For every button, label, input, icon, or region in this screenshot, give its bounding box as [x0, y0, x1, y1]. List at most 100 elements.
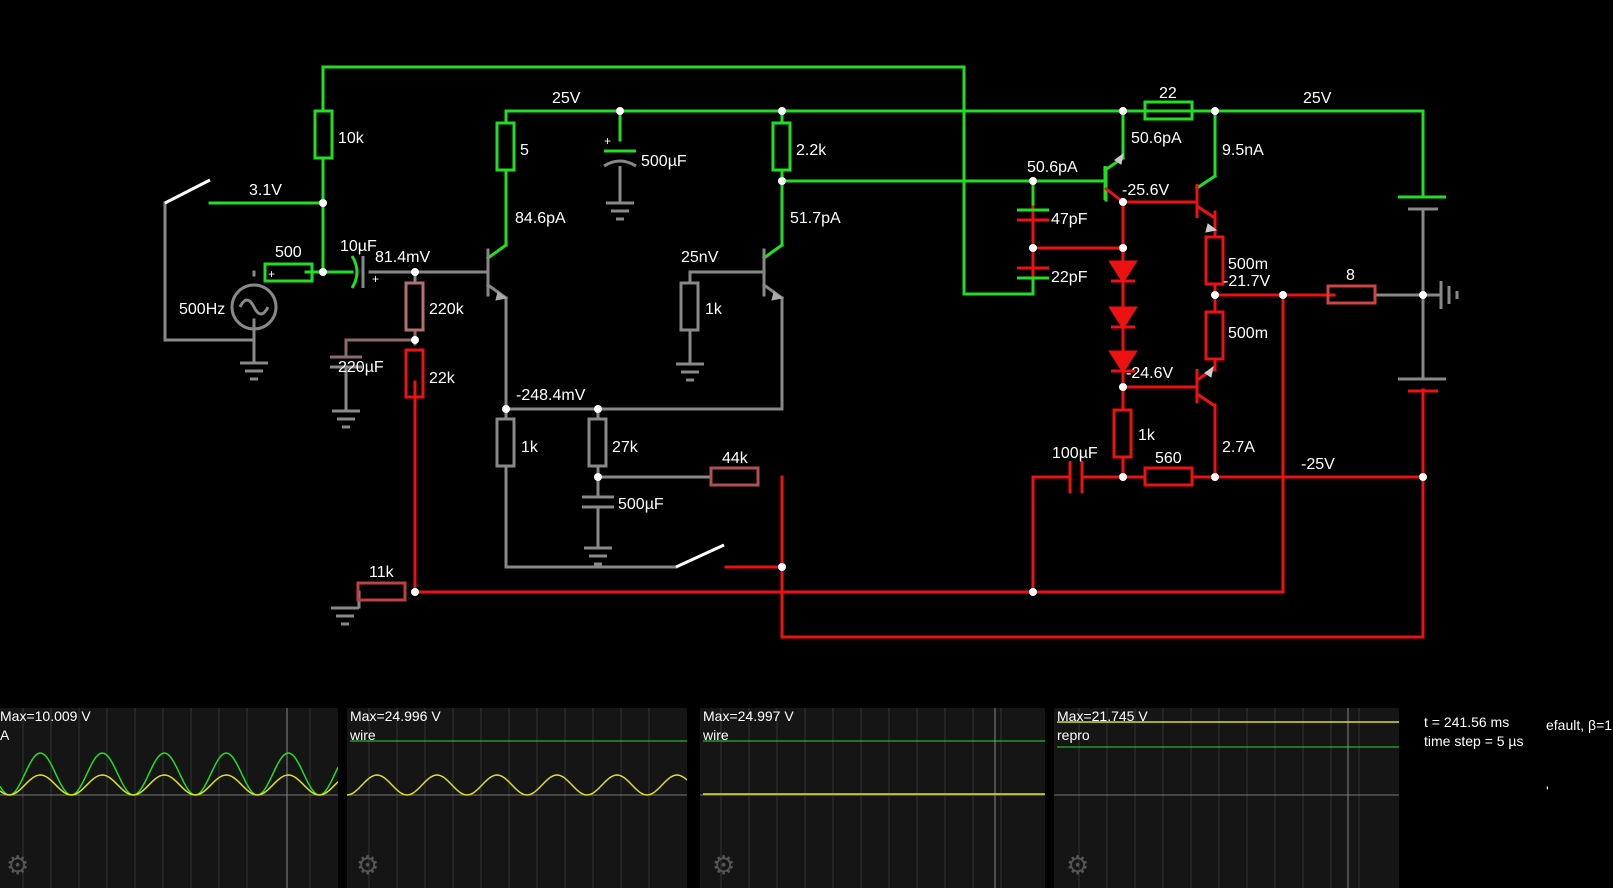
- scope-2-sub: wire: [350, 727, 376, 743]
- resistor-8[interactable]: [1326, 284, 1377, 305]
- circuit-diagram[interactable]: + + + 25V 25V -25V 3.1V 10k 500 500Hz 10…: [0, 0, 1613, 708]
- label-10k: 10k: [338, 130, 365, 147]
- junction-dots: [319, 107, 1427, 596]
- capacitor-500uF-bottom[interactable]: [582, 495, 614, 509]
- label-22k: 22k: [429, 370, 456, 387]
- label-100uF: 100µF: [1052, 445, 1098, 462]
- transistor-q4[interactable]: [1195, 184, 1218, 233]
- label-8: 8: [1346, 267, 1355, 284]
- transistor-q5[interactable]: [1195, 365, 1216, 408]
- label-500uF-bottom: 500µF: [618, 496, 664, 513]
- label-500Hz: 500Hz: [179, 301, 225, 318]
- resistor-500[interactable]: [263, 262, 314, 283]
- scope-4[interactable]: Max=21.745 V repro ⚙: [1054, 708, 1399, 888]
- sim-timestep: time step = 5 µs: [1424, 733, 1524, 749]
- label-500m-top: 500m: [1228, 256, 1268, 273]
- resistor-500m-top[interactable]: [1204, 235, 1225, 286]
- plus-mark-cap-top: +: [604, 134, 611, 148]
- label-1k-left: 1k: [521, 439, 539, 456]
- label-22pF: 22pF: [1051, 269, 1088, 286]
- resistor-1k-left[interactable]: [495, 417, 516, 468]
- side-mark: ': [1546, 783, 1549, 799]
- label-2k2: 2.2k: [796, 142, 827, 159]
- scope-1-sub: A: [0, 727, 10, 743]
- resistor-500m-bot[interactable]: [1204, 310, 1225, 361]
- scope-1-max: Max=10.009 V: [0, 708, 91, 724]
- plus-mark-cap: +: [372, 272, 379, 286]
- label-22: 22: [1159, 85, 1177, 102]
- scope-4-grid: [1054, 708, 1399, 888]
- resistor-1k-right[interactable]: [1112, 408, 1133, 459]
- transistor-q1[interactable]: [486, 256, 508, 301]
- label-3v1: 3.1V: [249, 182, 282, 199]
- label-51pA: 51.7pA: [790, 210, 841, 227]
- gear-icon[interactable]: ⚙: [712, 850, 736, 880]
- label-50pA-b: 50.6pA: [1027, 159, 1078, 176]
- label-84pA: 84.6pA: [515, 210, 566, 227]
- label-50pA-a: 50.6pA: [1131, 130, 1182, 147]
- neutral-wires: [163, 201, 1442, 609]
- label-5: 5: [520, 142, 529, 159]
- resistor-220k[interactable]: [404, 281, 425, 332]
- capacitor-500uF-top[interactable]: [603, 149, 637, 168]
- label-220k: 220k: [429, 301, 465, 318]
- side-text: efault, β=1: [1546, 717, 1613, 733]
- resistor-2k2[interactable]: [771, 121, 792, 172]
- label-500uF-top: 500µF: [641, 153, 687, 170]
- battery-negative[interactable]: [1398, 377, 1446, 393]
- capacitor-10uF[interactable]: [350, 255, 359, 289]
- scope-1-grid: [0, 708, 338, 888]
- scope-1[interactable]: Max=10.009 V A ⚙: [0, 708, 338, 888]
- label-9nA: 9.5nA: [1222, 142, 1264, 159]
- label-500m-bot: 500m: [1228, 325, 1268, 342]
- scope-3-grid: [700, 708, 1045, 888]
- label-25V-left: 25V: [552, 90, 581, 107]
- capacitor-22pF[interactable]: [1017, 266, 1049, 280]
- scope-2-grid: [347, 708, 687, 888]
- gear-icon[interactable]: ⚙: [356, 850, 380, 880]
- label-1k-mid: 1k: [705, 301, 723, 318]
- resistor-22k[interactable]: [404, 348, 425, 399]
- label-25-6V: -25.6V: [1122, 182, 1169, 199]
- label-47pF: 47pF: [1051, 211, 1088, 228]
- label-25V-right: 25V: [1303, 90, 1332, 107]
- transistor-q3[interactable]: [1103, 152, 1124, 204]
- negative-wires: [413, 200, 1425, 639]
- scope-2-max: Max=24.996 V: [350, 708, 441, 724]
- capacitor-47pF[interactable]: [1017, 208, 1049, 222]
- resistor-22[interactable]: [1143, 100, 1194, 121]
- resistor-5[interactable]: [495, 121, 516, 172]
- label-500: 500: [275, 244, 302, 261]
- label-560: 560: [1155, 450, 1182, 467]
- plus-mark-source: +: [268, 267, 275, 281]
- gear-icon[interactable]: ⚙: [1066, 850, 1090, 880]
- battery-positive[interactable]: [1398, 195, 1446, 211]
- sim-time: t = 241.56 ms: [1424, 714, 1510, 730]
- resistor-44k[interactable]: [709, 466, 760, 487]
- switch-feedback[interactable]: [675, 543, 725, 569]
- label-27k: 27k: [612, 439, 639, 456]
- scope-3[interactable]: Max=24.997 V wire ⚙: [700, 708, 1045, 888]
- label-neg25V: -25V: [1301, 456, 1335, 473]
- resistor-11k[interactable]: [356, 581, 407, 602]
- label-21-7V: -21.7V: [1223, 273, 1270, 290]
- scope-4-max: Max=21.745 V: [1057, 708, 1148, 724]
- scope-2[interactable]: Max=24.996 V wire ⚙: [347, 708, 687, 888]
- resistor-10k[interactable]: [313, 109, 334, 160]
- ac-source[interactable]: [230, 283, 278, 331]
- label-220uF: 220µF: [338, 359, 384, 376]
- transistor-q2[interactable]: [762, 256, 784, 301]
- capacitor-100uF[interactable]: [1068, 461, 1084, 493]
- scope-1-trace-green: [0, 752, 338, 796]
- gear-icon[interactable]: ⚙: [6, 850, 30, 880]
- scope-2-trace-yellow: [347, 774, 687, 796]
- label-11k: 11k: [369, 564, 395, 581]
- resistor-1k-mid[interactable]: [679, 281, 700, 332]
- switch-input[interactable]: [164, 178, 211, 205]
- diode-chain[interactable]: [1108, 260, 1138, 374]
- resistor-27k[interactable]: [587, 417, 608, 468]
- scope-1-trace-yellow: [0, 774, 338, 796]
- resistor-560[interactable]: [1143, 466, 1194, 487]
- label-44k: 44k: [722, 450, 749, 467]
